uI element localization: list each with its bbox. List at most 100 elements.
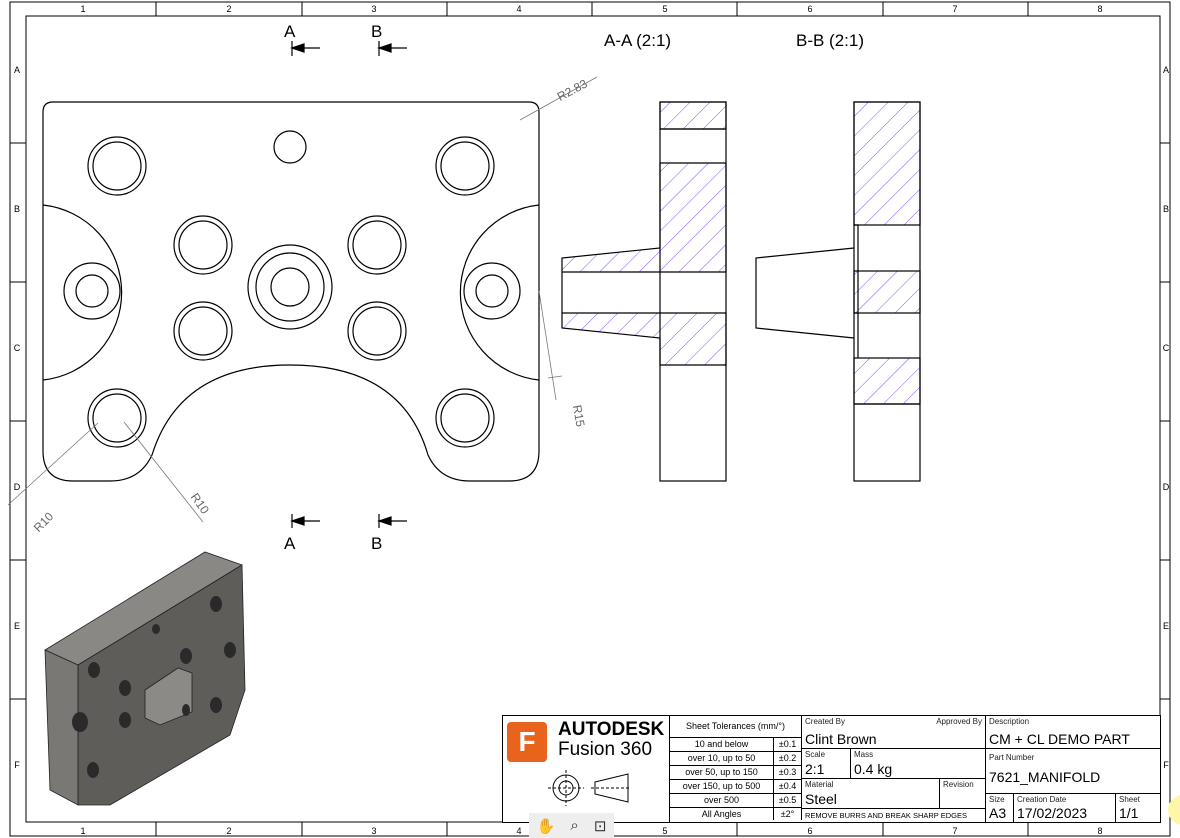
hole — [352, 220, 402, 270]
counterbore-hole — [435, 388, 495, 448]
section-view-aa — [561, 101, 727, 482]
zone-row-label: C — [1163, 343, 1170, 353]
counterbore-hole — [435, 136, 495, 196]
tolerance-value: ±0.2 — [774, 752, 802, 766]
isometric-view — [44, 551, 246, 806]
tolerance-value: ±0.1 — [774, 738, 802, 752]
pan-icon[interactable]: ✋ — [536, 817, 556, 835]
size-label: Size — [989, 795, 1005, 804]
scale-value: 2:1 — [805, 761, 825, 777]
section-view-title-bb: B-B (2:1) — [796, 31, 864, 50]
fusion-logo-icon: F — [507, 722, 547, 762]
zone-row-label: E — [14, 621, 20, 631]
zone-column-label: 6 — [807, 4, 812, 14]
section-view-bb — [755, 101, 921, 482]
zone-column-label: 8 — [1097, 4, 1102, 14]
part-number-label: Part Number — [989, 753, 1035, 762]
tolerance-value: ±0.5 — [774, 794, 802, 808]
material-cell: Material Steel — [802, 779, 940, 809]
zoom-fit-icon[interactable]: ⊡ — [593, 817, 607, 835]
revision-cell: Revision — [940, 779, 986, 809]
counterbore-hole — [173, 215, 233, 275]
tolerance-range: over 10, up to 50 — [670, 752, 774, 766]
logo-area: F AUTODESK Fusion 360 — [503, 716, 670, 822]
zone-row-label: B — [1163, 204, 1169, 214]
hole — [178, 220, 228, 270]
note: REMOVE BURRS AND BREAK SHARP EDGES — [802, 809, 986, 822]
zone-column-label: 1 — [80, 826, 85, 836]
zone-row-label: D — [1163, 482, 1170, 492]
section-label-b-bottom: B — [371, 534, 382, 553]
tolerance-value: ±0.3 — [774, 766, 802, 780]
zone-row-label: F — [14, 760, 20, 770]
description-value: CM + CL DEMO PART — [989, 731, 1130, 747]
creation-date-cell: Creation Date 17/02/2023 — [1014, 794, 1116, 822]
zone-column-label: 4 — [516, 4, 521, 14]
zone-column-label: 2 — [226, 826, 231, 836]
projection-symbol-icon — [548, 770, 631, 806]
tolerance-value: ±2° — [774, 808, 802, 820]
scale-label: Scale — [805, 750, 826, 759]
counterbore-hole — [173, 301, 233, 361]
zone-column-label: 6 — [807, 826, 812, 836]
section-label-b-top: B — [371, 22, 382, 41]
tolerance-range: over 500 — [670, 794, 774, 808]
zone-row-label: F — [1163, 760, 1169, 770]
title-block: F AUTODESK Fusion 360 Sheet Tolerances (… — [502, 715, 1161, 823]
mass-value: 0.4 kg — [854, 761, 893, 777]
section-arrows — [290, 41, 407, 528]
hole — [352, 306, 402, 356]
hole — [178, 306, 228, 356]
cursor-highlight — [1168, 795, 1180, 825]
section-label-a-bottom: A — [284, 534, 296, 553]
revision-label: Revision — [943, 780, 974, 789]
tolerance-range: All Angles — [670, 808, 774, 820]
zone-column-label: 4 — [516, 826, 521, 836]
section-label-a-top: A — [284, 22, 296, 41]
section-view-title-aa: A-A (2:1) — [604, 31, 671, 50]
zone-row-label: B — [14, 204, 20, 214]
counterbore-hole — [87, 136, 147, 196]
description-cell: Description CM + CL DEMO PART — [986, 716, 1160, 749]
hole — [92, 393, 142, 443]
size-value: A3 — [989, 805, 1007, 821]
material-label: Material — [805, 780, 834, 789]
material-value: Steel — [805, 791, 837, 807]
created-by-label: Created By — [805, 717, 846, 726]
zone-column-label: 3 — [371, 826, 376, 836]
zone-column-label: 8 — [1097, 826, 1102, 836]
scale-cell: Scale 2:1 — [802, 749, 851, 779]
tolerance-range: over 50, up to 150 — [670, 766, 774, 780]
part-number-cell: Part Number 7621_MANIFOLD — [986, 749, 1160, 794]
zone-row-label: A — [1163, 65, 1169, 75]
zoom-window-icon[interactable]: ⌕ — [570, 817, 579, 834]
brand-name: AUTODESK — [558, 719, 665, 740]
mass-label: Mass — [854, 750, 874, 759]
zone-column-label: 5 — [662, 4, 667, 14]
dim-r2-83: R2.83 — [555, 76, 590, 104]
created-by-value: Clint Brown — [805, 731, 877, 747]
hole — [92, 141, 142, 191]
creation-date-value: 17/02/2023 — [1017, 805, 1088, 821]
dim-r15: R15 — [570, 404, 588, 428]
approved-by-label: Approved By — [936, 717, 982, 726]
created-by-cell: Created By Approved By Clint Brown — [802, 716, 986, 749]
zone-column-label: 7 — [952, 826, 957, 836]
counterbore-hole — [347, 301, 407, 361]
tolerance-value: ±0.4 — [774, 780, 802, 794]
zone-column-label: 3 — [371, 4, 376, 14]
mass-cell: Mass 0.4 kg — [851, 749, 986, 779]
dimension-lines — [7, 76, 598, 523]
creation-date-label: Creation Date — [1017, 795, 1067, 804]
size-cell: Size A3 — [986, 794, 1014, 822]
dim-r10-b: R10 — [188, 490, 212, 516]
zone-column-label: 5 — [662, 826, 667, 836]
zone-column-label: 7 — [952, 4, 957, 14]
product-name: Fusion 360 — [558, 739, 653, 760]
part-number-value: 7621_MANIFOLD — [989, 769, 1101, 785]
dim-r10-a: R10 — [31, 509, 57, 535]
sheet-cell: Sheet 1/1 — [1116, 794, 1160, 822]
tolerances-header: Sheet Tolerances (mm/°) — [670, 716, 802, 738]
